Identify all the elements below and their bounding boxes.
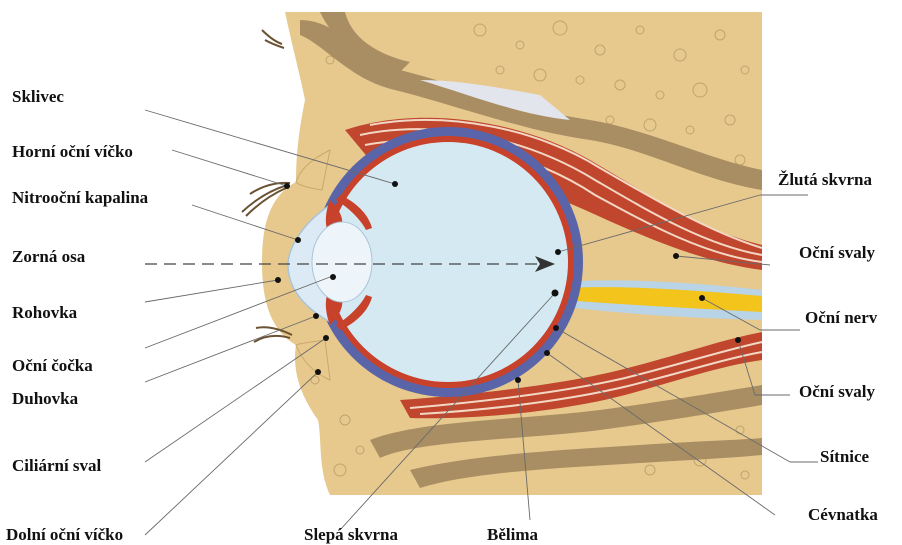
dot-sitnice: [553, 325, 559, 331]
label-zorna-osa: Zorná osa: [12, 247, 86, 266]
label-sklivec: Sklivec: [12, 87, 64, 106]
label-dolni-ocni-vicko: Dolní oční víčko: [6, 525, 123, 544]
dot-belima: [515, 377, 521, 383]
label-slepa-skvrna: Slepá skvrna: [304, 525, 398, 544]
lens: [312, 222, 372, 302]
anatomy-illustration: [145, 12, 762, 495]
dot-sklivec: [392, 181, 398, 187]
label-cevnatka: Cévnatka: [808, 505, 878, 524]
dot-ocni-svaly-top: [673, 253, 679, 259]
label-rohovka: Rohovka: [12, 303, 78, 322]
label-nitroocni-kapalina: Nitrooční kapalina: [12, 188, 149, 207]
label-ciliarni-sval: Ciliární sval: [12, 456, 102, 475]
label-horni-ocni-vicko: Horní oční víčko: [12, 142, 133, 161]
dot-ciliarni-sval: [323, 335, 329, 341]
dot-ocni-cocka: [330, 274, 336, 280]
label-sitnice: Sítnice: [820, 447, 870, 466]
label-zluta-skvrna: Žlutá skvrna: [778, 170, 872, 189]
dot-nitroocni-kapalina: [295, 237, 301, 243]
label-ocni-cocka: Oční čočka: [12, 356, 93, 375]
dot-zluta-skvrna: [555, 249, 561, 255]
dot-cevnatka: [544, 350, 550, 356]
dot-ocni-nerv: [699, 295, 705, 301]
dot-horni-vicko: [284, 183, 290, 189]
dot-rohovka: [275, 277, 281, 283]
label-ocni-nerv: Oční nerv: [805, 308, 878, 327]
label-belima: Bělima: [487, 525, 538, 544]
label-ocni-svaly-bottom: Oční svaly: [799, 382, 876, 401]
label-duhovka: Duhovka: [12, 389, 79, 408]
dot-duhovka: [313, 313, 319, 319]
dot-dolni-vicko: [315, 369, 321, 375]
dot-ocni-svaly-bottom: [735, 337, 741, 343]
label-ocni-svaly-top: Oční svaly: [799, 243, 876, 262]
dot-slepa-skvrna: [552, 290, 559, 297]
